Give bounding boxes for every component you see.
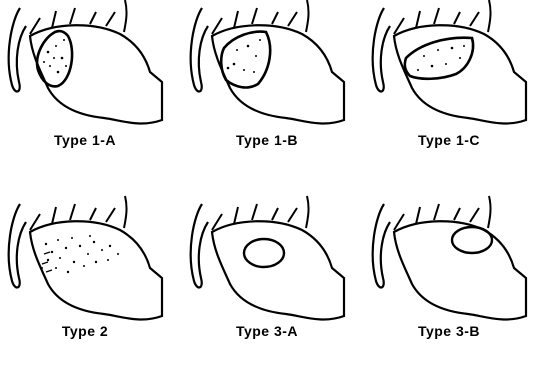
panel-type-3a: Type 3-A [182,196,352,366]
panel-label-type-3a: Type 3-A [182,323,352,339]
panel-label-type-3b: Type 3-B [364,323,534,339]
panel-label-type-1c: Type 1-C [364,132,534,148]
panel-type-1c: Type 1-C [364,0,534,170]
sinus-diagram-type-1a [0,0,170,150]
sinus-diagram-type-1b [182,0,352,150]
sinus-diagram-type-1c [364,0,534,150]
panel-type-1b: Type 1-B [182,0,352,170]
panel-label-type-2: Type 2 [0,323,170,339]
panel-label-type-1a: Type 1-A [0,132,170,148]
panel-type-2: Type 2 [0,196,170,366]
panel-type-1a: Type 1-A [0,0,170,170]
panel-label-type-1b: Type 1-B [182,132,352,148]
panel-type-3b: Type 3-B [364,196,534,366]
